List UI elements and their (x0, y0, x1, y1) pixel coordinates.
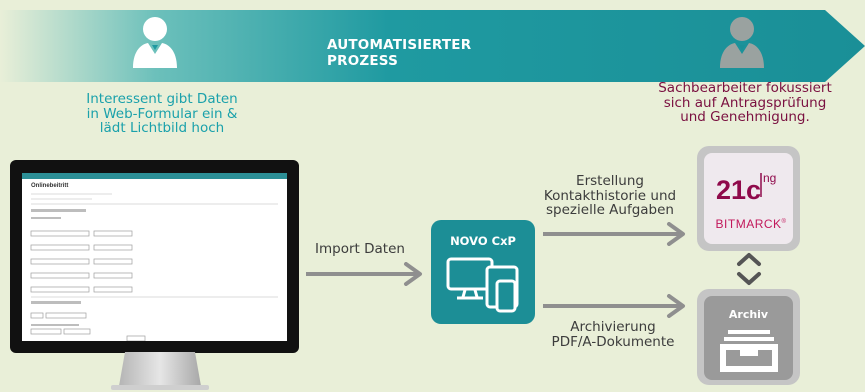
applicant-caption: Interessent gibt Daten in Web-Formular e… (62, 92, 262, 136)
applicant-person-icon (133, 17, 177, 68)
import-label-text: Import Daten (315, 241, 405, 257)
applicant-caption-line: Interessent gibt Daten (86, 91, 238, 107)
clerk-caption-line: Sachbearbeiter fokussiert (658, 80, 832, 96)
logo-divider (760, 173, 762, 197)
sync-double-arrow-icon (737, 253, 761, 285)
devices-icon (446, 257, 519, 313)
archive-label-line: PDF/A-Dokumente (551, 333, 675, 350)
clerk-caption-line: und Genehmigung. (680, 109, 810, 125)
archive-arrow (543, 294, 685, 318)
novo-cxp-box: NOVO CxP (431, 220, 535, 324)
import-label: Import Daten (308, 242, 412, 257)
21c-bitmarck-logo: 21c ng BITMARCK® (704, 153, 793, 244)
21c-bitmarck-badge: 21c ng BITMARCK® (697, 146, 800, 251)
archive-tray-icon (720, 330, 778, 372)
archiv-label: Archiv (728, 308, 769, 321)
monitor: Onlinebeitritt (10, 160, 299, 363)
archive-label: Archivierung PDF/A-Dokumente (548, 320, 678, 349)
novo-cxp-title: NOVO CxP (450, 234, 516, 248)
screen-heading: Onlinebeitritt (31, 183, 69, 189)
clerk-caption: Sachbearbeiter fokussiert sich auf Antra… (630, 81, 860, 125)
monitor-bezel: Onlinebeitritt (10, 160, 299, 353)
web-form-sketch (30, 193, 278, 341)
applicant-caption-line: lädt Lichtbild hoch (99, 120, 225, 136)
archive-label-line: Archivierung (570, 319, 656, 335)
clerk-caption-line: sich auf Antragsprüfung (663, 94, 827, 111)
creation-label: Erstellung Kontakthistorie und spezielle… (537, 174, 683, 218)
logo-ng-text: ng (763, 171, 777, 185)
archiv-inner: Archiv (704, 296, 793, 380)
logo-21c-text: 21c (716, 175, 762, 205)
import-arrow (306, 262, 422, 286)
logo-bitmarck-text: BITMARCK (715, 217, 782, 231)
creation-label-line: spezielle Aufgaben (546, 202, 674, 218)
creation-arrow (543, 222, 685, 246)
web-form-screen: Onlinebeitritt (22, 173, 287, 341)
archiv-box: Archiv (697, 289, 800, 385)
creation-label-line: Kontakthistorie und (543, 187, 677, 204)
logo-registered-mark: ® (781, 219, 787, 225)
creation-label-line: Erstellung (576, 173, 644, 189)
screen-header-bar (22, 173, 287, 179)
monitor-stand (111, 352, 209, 390)
process-banner (0, 10, 865, 82)
logo-bitmarck: BITMARCK® (708, 217, 794, 231)
applicant-caption-line: in Web-Formular ein & (86, 105, 238, 122)
clerk-person-icon (720, 17, 764, 68)
banner-title: AUTOMATISIERTER PROZESS (327, 37, 472, 69)
